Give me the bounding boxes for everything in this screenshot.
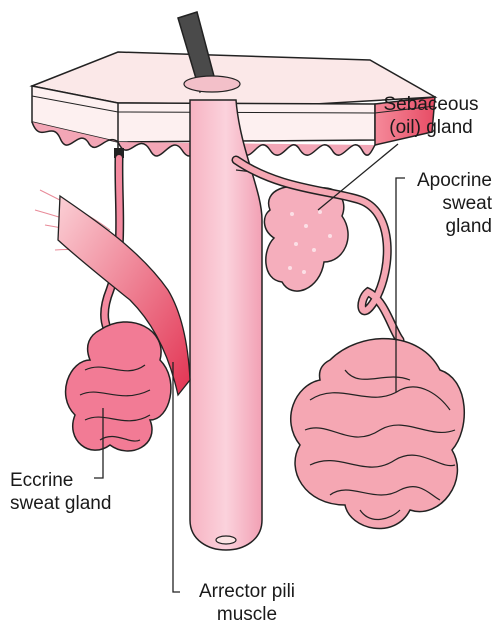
follicle-bulb-opening [216, 536, 236, 544]
label-arrector-pili-muscle: Arrector pili muscle [182, 580, 312, 626]
leader-arrector [173, 362, 180, 592]
hair-opening [184, 76, 240, 92]
label-eccrine-sweat-gland: Eccrine sweat gland [10, 469, 140, 515]
label-apocrine-sweat-gland: Apocrine sweat gland [400, 169, 492, 238]
eccrine-coils [66, 322, 171, 451]
apocrine-coils [291, 339, 465, 529]
label-sebaceous-gland: Sebaceous (oil) gland [372, 93, 490, 139]
sebaceous-lobes [264, 187, 348, 291]
hair-shaft [178, 12, 240, 92]
